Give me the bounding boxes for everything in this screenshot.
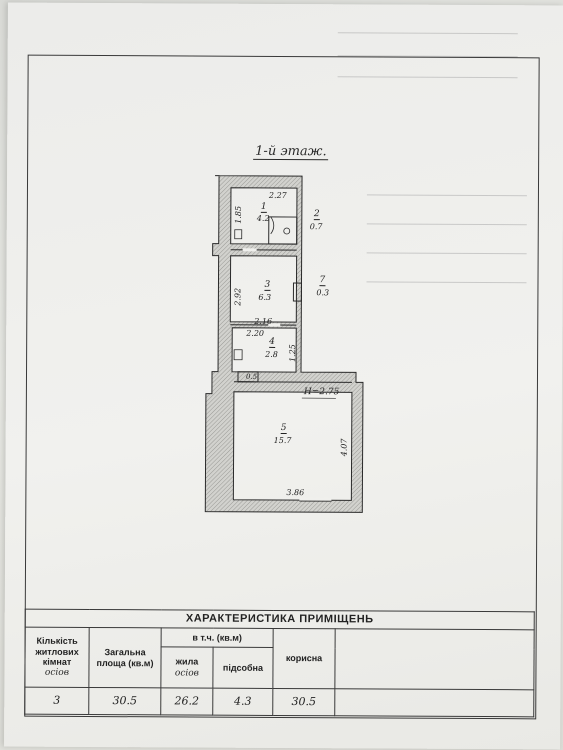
header-rooms-count-label: Кількість житлових кімнат bbox=[35, 636, 79, 667]
document-sheet: 1-й этаж. bbox=[4, 2, 563, 750]
partitions bbox=[230, 216, 352, 383]
header-empty bbox=[334, 628, 535, 690]
room-1-area: 4.2 bbox=[256, 213, 270, 223]
header-living-label: жила bbox=[175, 656, 199, 667]
header-living: жила осіов bbox=[160, 646, 214, 689]
dim-r4-side: 1.25 bbox=[288, 344, 298, 363]
walls bbox=[204, 175, 364, 513]
floor-plan bbox=[204, 175, 364, 513]
header-incl: в т.ч. (кв.м) bbox=[161, 627, 274, 648]
dim-r1-side: 1.85 bbox=[233, 205, 243, 224]
dim-r5-side: 4.07 bbox=[339, 438, 349, 457]
value-rooms-count: 3 bbox=[24, 687, 89, 715]
room-4-area: 2.8 bbox=[265, 349, 278, 359]
value-total-area: 30.5 bbox=[88, 687, 161, 715]
header-total-area: Загальна площа (кв.м) bbox=[88, 627, 162, 688]
height-label: H=2.75 bbox=[303, 387, 340, 398]
fixtures bbox=[233, 216, 291, 361]
room-1-number: 1 bbox=[260, 201, 267, 213]
room-4-number: 4 bbox=[269, 336, 275, 348]
dim-r4-top: 2.20 bbox=[246, 328, 265, 338]
dim-r3-side: 2.92 bbox=[233, 287, 243, 306]
characteristics-table: ХАРАКТЕРИСТИКА ПРИМІЩЕНЬ Кількість житло… bbox=[24, 609, 535, 718]
room-5-number: 5 bbox=[280, 422, 287, 435]
openings bbox=[242, 248, 332, 501]
value-living-area: 26.2 bbox=[160, 687, 213, 716]
dim-r3-bottom: 2.16 bbox=[254, 316, 273, 326]
stamp-living: осіов bbox=[174, 667, 199, 679]
value-aux-area: 4.3 bbox=[212, 688, 273, 716]
room-2-number: 2 bbox=[313, 209, 320, 221]
room-2-area: 0.7 bbox=[309, 222, 323, 232]
room-5-area: 15.7 bbox=[273, 435, 292, 446]
dim-r5-bottom: 3.86 bbox=[286, 488, 305, 498]
room-7-number: 7 bbox=[319, 275, 326, 287]
room-3-area: 6.3 bbox=[258, 292, 272, 302]
value-empty bbox=[334, 688, 534, 717]
header-useful: корисна bbox=[272, 628, 336, 689]
stamp-rooms: осіов bbox=[44, 668, 69, 679]
dim-r1-top: 2.27 bbox=[268, 190, 287, 201]
dim-r4-small: 0.5 bbox=[245, 372, 258, 381]
header-auxiliary: підсобна bbox=[212, 647, 274, 689]
header-rooms-count: Кількість житлових кімнат осіов bbox=[24, 627, 90, 688]
value-useful-area: 30.5 bbox=[272, 688, 335, 716]
room-7-area: 0.3 bbox=[316, 288, 330, 298]
room-3-number: 3 bbox=[264, 279, 271, 291]
